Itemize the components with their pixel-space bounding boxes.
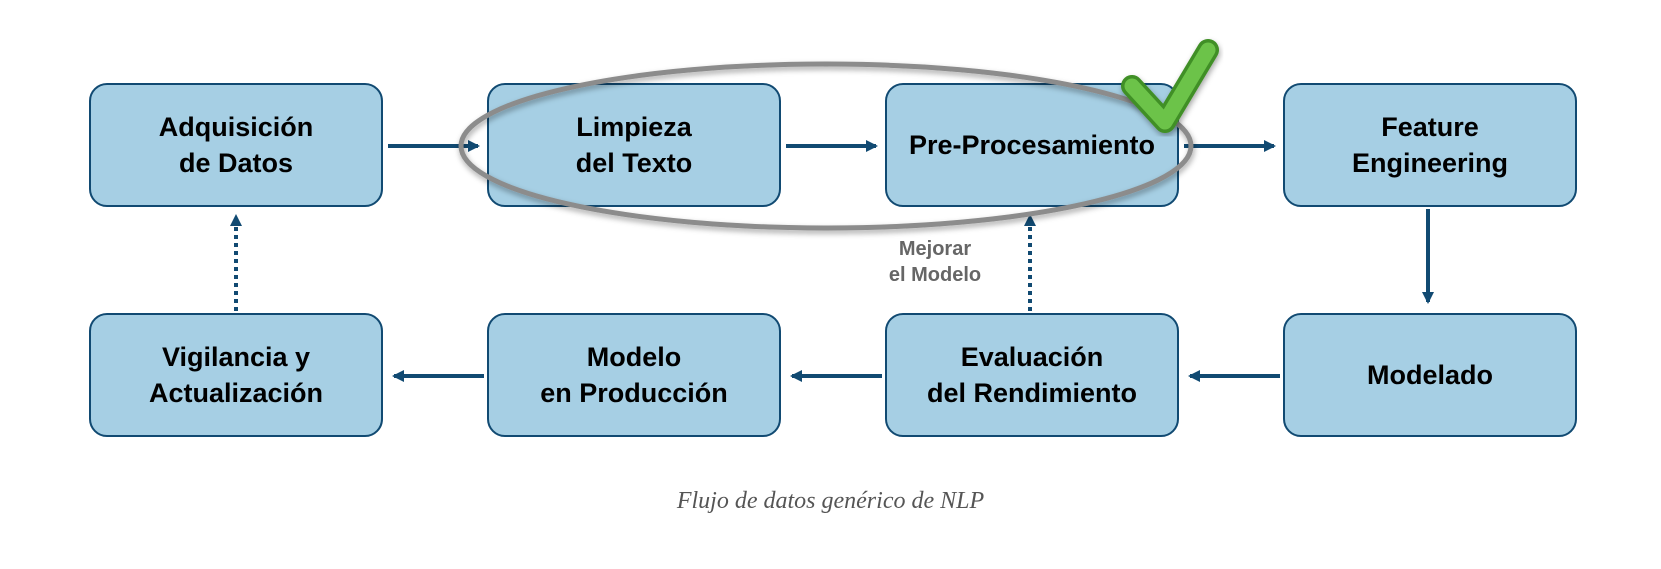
node-label-line1: Pre-Procesamiento bbox=[908, 130, 1156, 160]
node-pre-procesamiento: Pre-Procesamiento bbox=[885, 83, 1179, 207]
feedback-label-line2: el Modelo bbox=[888, 264, 982, 286]
node-label-line2: en Producción bbox=[540, 378, 728, 408]
node-evaluacion-del-rendimiento: Evaluación del Rendimiento bbox=[885, 313, 1179, 437]
node-label-line1: Modelado bbox=[1367, 360, 1493, 390]
node-label-line2: Engineering bbox=[1351, 148, 1508, 178]
node-vigilancia-y-actualizacion: Vigilancia y Actualización bbox=[89, 313, 383, 437]
feedback-label: Mejorar el Modelo bbox=[870, 236, 1000, 288]
figure-caption: Flujo de datos genérico de NLP bbox=[676, 488, 985, 514]
node-label-line1: Feature bbox=[1381, 112, 1479, 142]
node-limpieza-del-texto: Limpieza del Texto bbox=[487, 83, 781, 207]
node-adquisicion-de-datos: Adquisición de Datos bbox=[89, 83, 383, 207]
highlight-ellipse bbox=[458, 61, 1194, 231]
node-label-line1: Limpieza bbox=[576, 112, 692, 142]
node-label-line2: del Rendimiento bbox=[926, 378, 1137, 408]
node-feature-engineering: Feature Engineering bbox=[1283, 83, 1577, 207]
node-label-line1: Evaluación bbox=[960, 342, 1104, 372]
node-label-line2: Actualización bbox=[148, 378, 324, 408]
node-label-line1: Vigilancia y bbox=[161, 342, 311, 372]
node-label-line1: Adquisición bbox=[158, 112, 314, 142]
node-label-line2: del Texto bbox=[575, 148, 693, 178]
node-label-line1: Modelo bbox=[586, 342, 682, 372]
feedback-label-line1: Mejorar bbox=[898, 238, 972, 260]
node-modelo-en-produccion: Modelo en Producción bbox=[487, 313, 781, 437]
node-modelado: Modelado bbox=[1283, 313, 1577, 437]
node-label-line2: de Datos bbox=[178, 148, 294, 178]
checkmark-icon bbox=[1121, 39, 1219, 133]
